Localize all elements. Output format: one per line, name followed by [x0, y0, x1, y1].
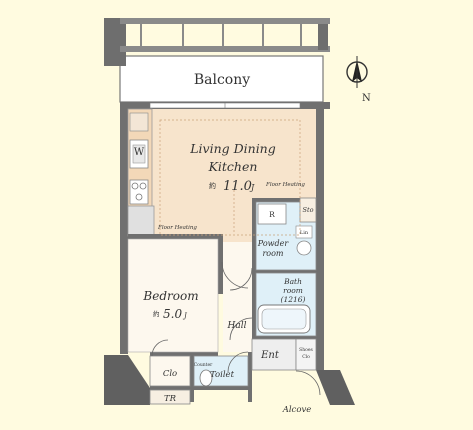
shoe-closet-label-2: Clo — [302, 354, 310, 360]
floor-heating-kitchen-label: Floor Heating — [157, 225, 197, 231]
railing-post — [182, 24, 184, 46]
north-label: N — [362, 93, 371, 104]
hall-door — [229, 317, 253, 341]
hall-label: Hall — [227, 321, 247, 331]
toilet-bowl-icon — [199, 369, 213, 387]
balcony-wall-left — [104, 18, 126, 66]
ldk-floor-heating-area — [159, 119, 301, 236]
entrance-door — [295, 370, 321, 396]
wall-left — [120, 102, 128, 354]
bedroom-outline — [127, 238, 219, 353]
wall-bedroom-hall — [218, 234, 223, 294]
bathtub-inner — [261, 308, 307, 330]
wall-powder-bath — [254, 270, 318, 273]
trunk-room-label: TR — [164, 394, 177, 404]
wall-bottom-left — [104, 355, 150, 405]
railing-post — [262, 24, 264, 46]
entrance-floor — [251, 338, 297, 371]
fridge-space — [257, 203, 287, 225]
ldk-size-prefix: 約 — [209, 181, 216, 190]
closet-label: Clo — [163, 369, 177, 379]
toilet-door — [227, 351, 249, 373]
washer-label: W — [134, 147, 145, 158]
refrigerator-label: R — [269, 210, 275, 219]
interior-walls — [128, 198, 318, 402]
burner-icon — [135, 193, 143, 201]
powder-door — [229, 267, 253, 291]
bedroom-size: 5.0 — [163, 307, 182, 321]
floor-heating-ldk-label: Floor Heating — [265, 182, 305, 188]
balcony-railing-top — [120, 18, 330, 24]
toilet-label: Toilet — [210, 370, 235, 380]
washer-space — [129, 112, 149, 132]
burner-icon — [139, 182, 147, 190]
wall-wet-top — [252, 198, 318, 202]
bathroom-label-3: (1216) — [281, 295, 306, 304]
railing-post — [300, 24, 302, 46]
wall-tr-top — [150, 386, 252, 390]
wall-clo-toilet — [190, 352, 194, 402]
wall-ldk-bedroom — [128, 234, 222, 239]
linen-label: Lin — [300, 230, 309, 236]
burner-icon — [131, 182, 139, 190]
wall-bedroom-bottom — [150, 352, 218, 356]
ldk-label-line1: Living Dining — [189, 141, 276, 156]
storage-label: Sto — [303, 206, 314, 214]
balcony: Balcony — [104, 18, 330, 103]
counter-label: Counter — [194, 362, 213, 368]
wall-bottom-right — [316, 370, 355, 405]
bedroom-label: Bedroom — [142, 289, 198, 303]
sink-basin — [132, 144, 146, 164]
alcove-label: Alcove — [282, 405, 312, 415]
ldk-size: 11.0 — [223, 179, 252, 194]
bathroom-label-2: room — [283, 286, 303, 295]
powder-room-label-2: room — [262, 249, 283, 258]
bedroom-door — [221, 261, 249, 289]
powder-room-label-1: Powder — [257, 239, 290, 248]
balcony-railing-bottom — [120, 46, 330, 52]
compass: N — [346, 56, 371, 104]
entrance-label: Ent — [260, 350, 280, 361]
washbasin — [296, 240, 312, 256]
bedroom-floor — [128, 239, 218, 352]
railing-post — [222, 24, 224, 46]
trunk-room — [149, 389, 191, 405]
hall-floor — [223, 242, 252, 352]
shoe-closet — [295, 338, 317, 371]
door-swings — [151, 261, 321, 396]
closet-door — [151, 339, 169, 357]
windows — [149, 102, 301, 109]
bedroom-size-suffix: J — [182, 312, 188, 320]
stove — [129, 179, 149, 205]
counter-block — [127, 205, 155, 237]
railing-post — [140, 24, 142, 46]
ldk-size-suffix: J — [249, 183, 255, 192]
closet-floor — [149, 355, 191, 387]
ldk-label-line2: Kitchen — [208, 159, 258, 174]
balcony-wall-right — [318, 24, 328, 50]
bedroom-size-prefix: 約 — [153, 309, 160, 318]
kitchen: W — [127, 108, 155, 237]
balcony-label: Balcony — [194, 72, 250, 88]
bathroom-label-1: Bath — [283, 277, 302, 286]
shoe-closet-label-1: Shoes — [299, 347, 313, 353]
balcony-floor — [119, 55, 324, 103]
wall-hall-wet — [252, 198, 256, 368]
wall-toilet-right — [248, 352, 252, 402]
wall-right — [316, 102, 324, 370]
wall-bath-ent — [254, 336, 318, 339]
